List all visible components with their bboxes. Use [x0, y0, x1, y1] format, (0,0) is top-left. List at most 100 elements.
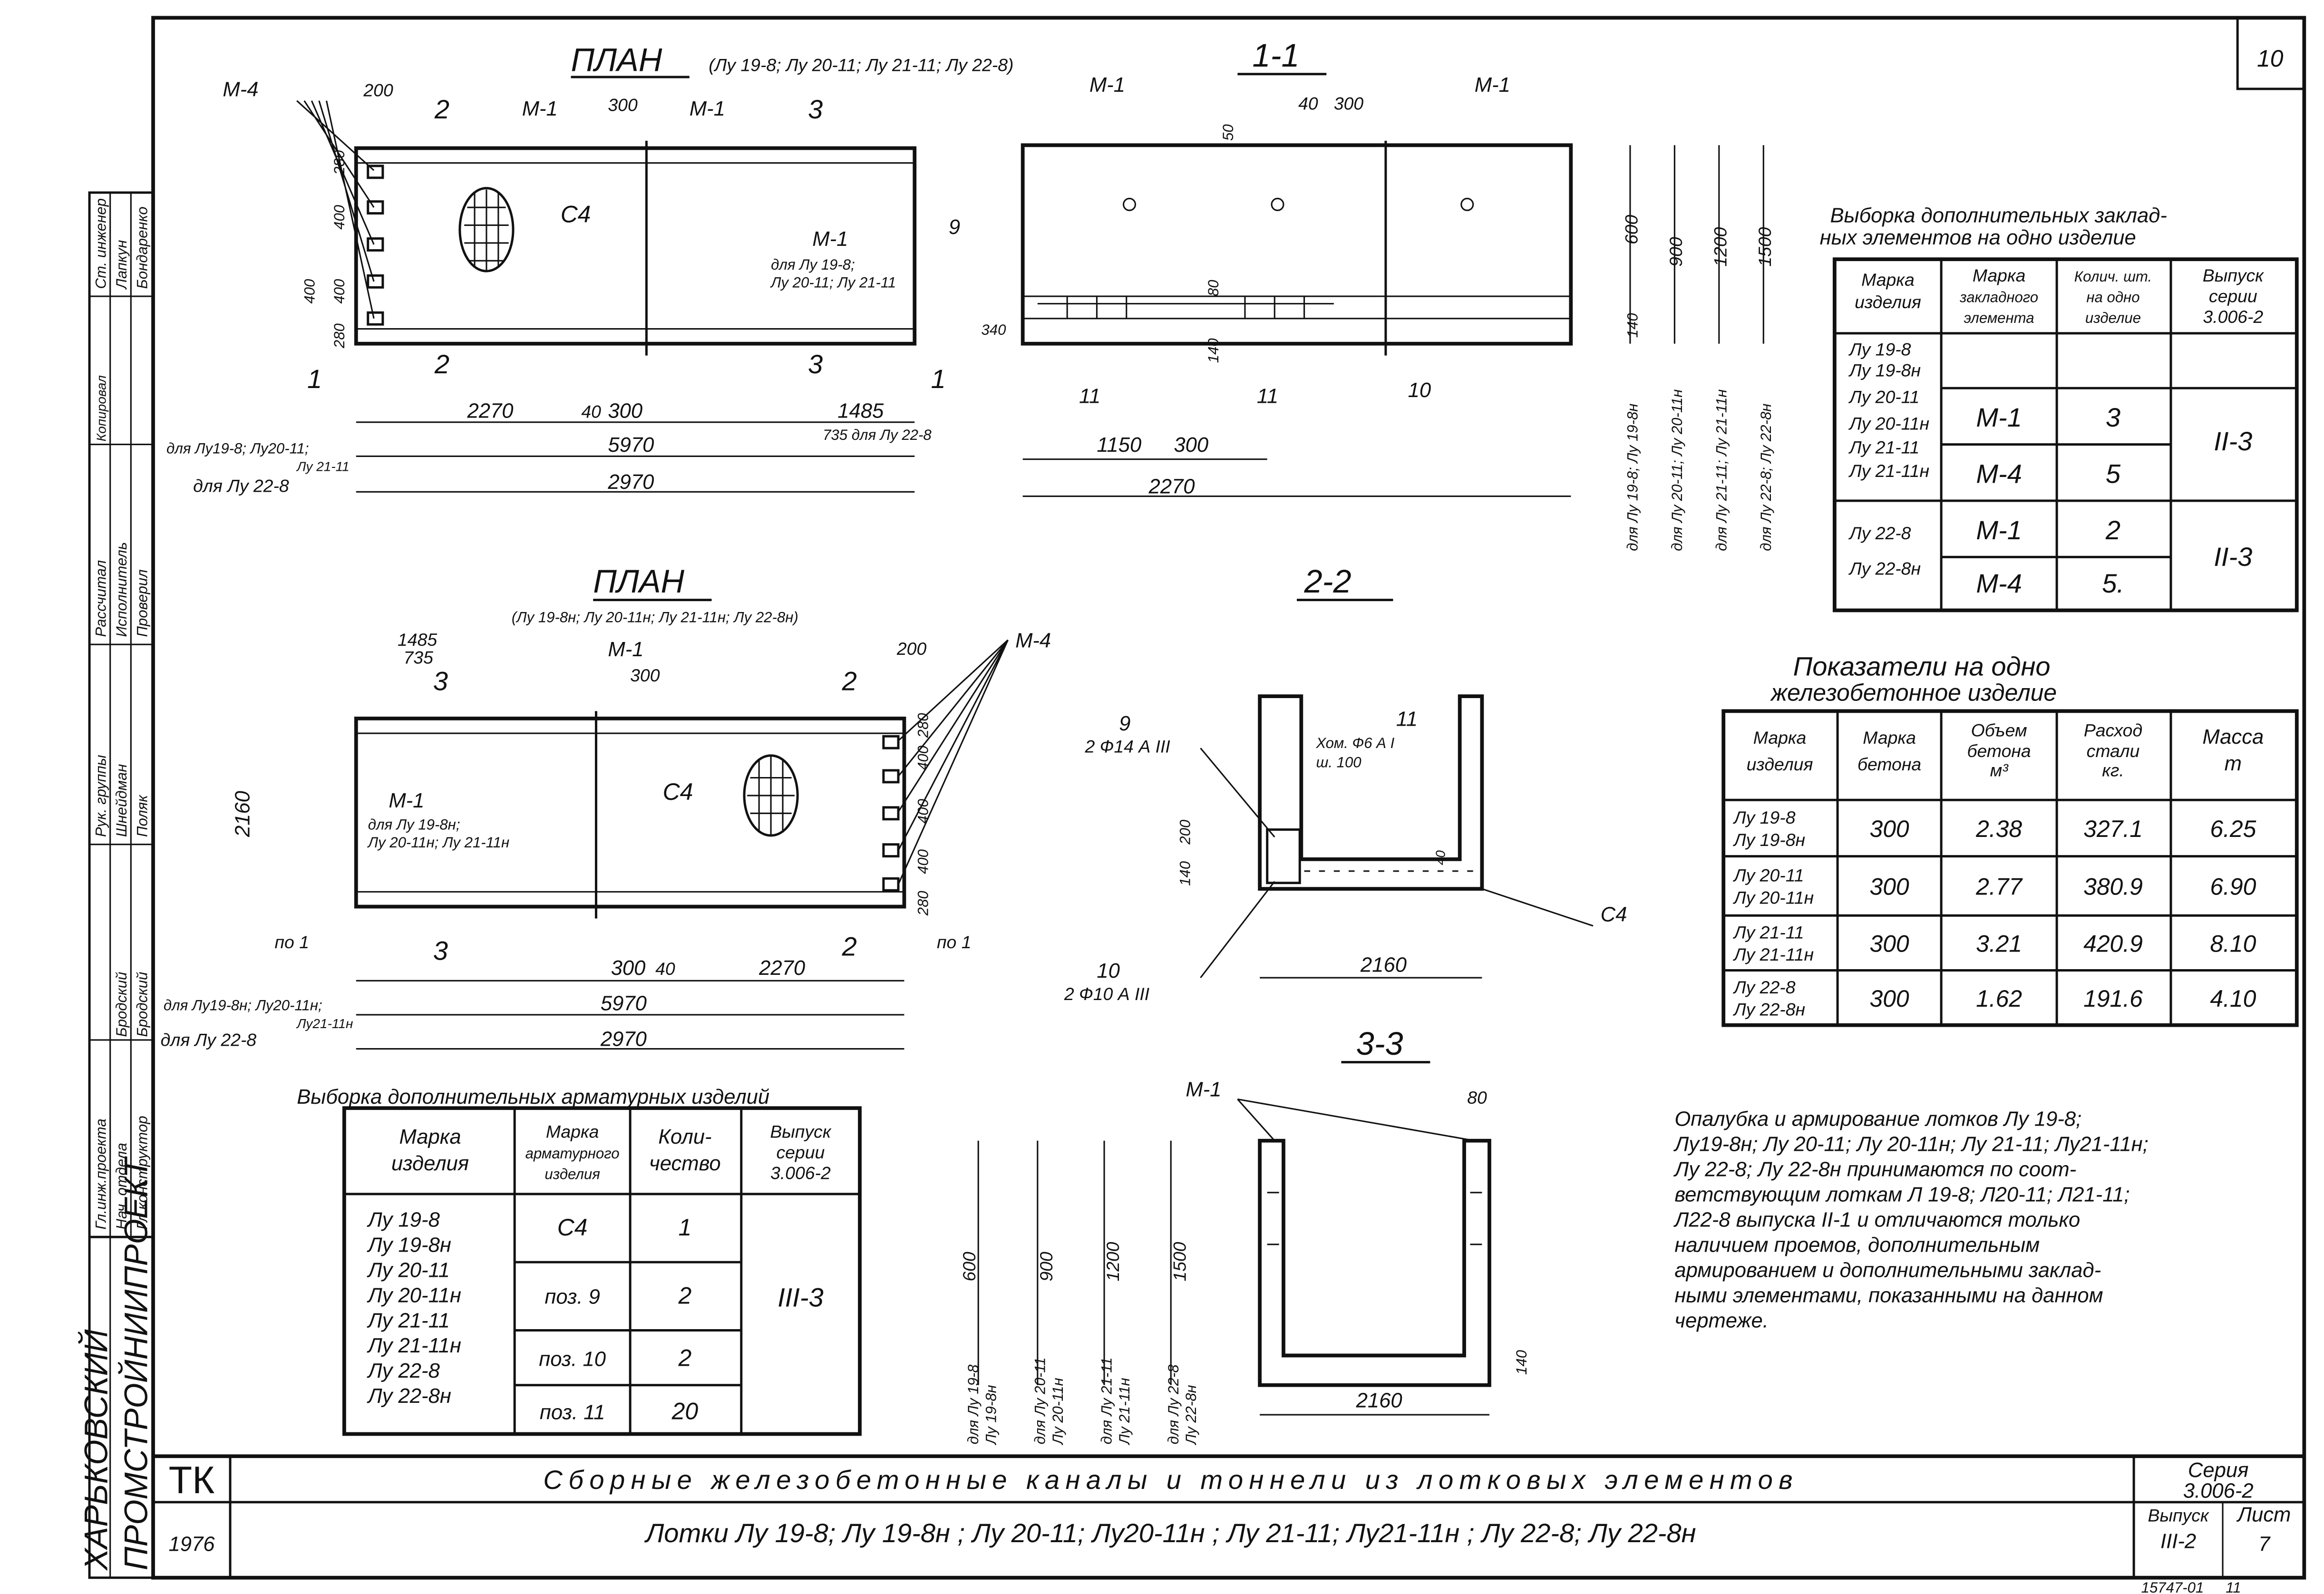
position-10: 10	[1408, 379, 1431, 402]
column-header: Марка	[399, 1126, 461, 1148]
note: для Лу 19-8	[965, 1364, 982, 1445]
note-line: ветствующим лоткам Л 19-8; Л20-11; Л21-1…	[1674, 1183, 2130, 1206]
steel-cell: 380.9	[2083, 874, 2143, 900]
product: Лу 21-11н	[367, 1334, 461, 1357]
note: Лу 20-11н; Лу 21-11н	[367, 834, 509, 851]
steel-cell: 191.6	[2083, 985, 2143, 1012]
stirrup-spacing: ш. 100	[1316, 754, 1361, 771]
issue-label: Выпуск	[2148, 1505, 2209, 1525]
table-title: железобетонное изделие	[1770, 680, 2057, 706]
column-header: изделия	[1855, 292, 1921, 312]
dimension: 2160	[232, 791, 254, 837]
note: для Лу19-8; Лу20-11;	[166, 440, 309, 457]
dimension: 1500	[1169, 1242, 1189, 1281]
stamp-role: Проверил	[134, 569, 151, 637]
sheet-number: 10	[2257, 45, 2284, 72]
product: Лу 19-8н	[1733, 830, 1805, 850]
section-mark: по 1	[937, 932, 972, 952]
section-3-3-title: 3-3	[1356, 1025, 1403, 1062]
dimension: 1485	[837, 399, 884, 422]
dimension: 280	[331, 150, 348, 175]
column-header: элемента	[1964, 310, 2034, 326]
note: для Лу 22-8	[1165, 1364, 1182, 1445]
position-10: 10	[1097, 960, 1120, 982]
dimension: 80	[1467, 1088, 1487, 1108]
dimension: 2160	[1356, 1389, 1402, 1412]
product: Лу 20-11	[1848, 387, 1920, 407]
plan-1-title: ПЛАН	[571, 42, 662, 78]
note: для Лу 19-8; Лу 19-8н	[1624, 404, 1641, 551]
dimension: 2970	[600, 1028, 647, 1050]
mass-cell: 8.10	[2210, 931, 2256, 957]
label-m1: М-1	[1089, 74, 1125, 97]
product: Лу 21-11н	[1848, 461, 1929, 481]
dimension: 40	[1433, 850, 1448, 865]
dimension: 200	[1177, 819, 1194, 845]
dimension: 900	[1036, 1252, 1056, 1282]
dimension: 40	[655, 959, 675, 979]
dimension: 300	[611, 957, 646, 980]
item-cell: поз. 11	[540, 1401, 605, 1424]
section-mark: 3	[808, 94, 823, 124]
position-11: 11	[1396, 708, 1418, 730]
sheet-number-box: 10	[2236, 16, 2305, 90]
inventory-number: 15747-01	[2141, 1579, 2204, 1594]
column-header: закладного	[1959, 289, 2038, 306]
dimension: 2970	[607, 471, 654, 494]
dimension: 1150	[1097, 434, 1141, 457]
concrete-cell: 300	[1870, 816, 1909, 842]
dimension: 1200	[1710, 227, 1730, 266]
position-11: 11	[1257, 385, 1278, 408]
product: Лу 19-8	[1733, 807, 1796, 827]
label-m1: М-1	[1186, 1078, 1221, 1101]
stamp-name: Шнейдман	[113, 764, 130, 837]
stamp-role: Исполнитель	[113, 542, 130, 637]
element-cell: М-4	[1976, 459, 2022, 489]
label-m1: М-1	[690, 97, 725, 120]
column-header: серии	[2209, 286, 2257, 306]
dimension: 300	[1334, 94, 1364, 114]
product: Лу 20-11н	[367, 1284, 461, 1307]
issue-cell: II-3	[2214, 542, 2252, 572]
column-header: Марка	[1753, 728, 1807, 748]
mass-cell: 6.25	[2210, 816, 2256, 842]
product: Лу 22-8н	[1733, 999, 1805, 1019]
dimension: 400	[914, 849, 931, 874]
rebar-table: Выборка дополнительных арматурных издели…	[297, 1086, 862, 1436]
section-mark: 2	[842, 666, 857, 696]
dimension: 300	[1174, 434, 1208, 457]
drawing-code: ТК	[169, 1459, 215, 1502]
note: для Лу 20-11; Лу 20-11н	[1669, 389, 1685, 551]
section-2-2: 2-2 9 2 Ф14 А III 11 Хом. Ф6 А I ш. 100 …	[1064, 563, 1627, 1004]
dimension: 1200	[1103, 1242, 1123, 1281]
note: Лу 20-11н	[1050, 1378, 1066, 1445]
dimension: 300	[608, 399, 642, 422]
product: Лу 21-11	[1733, 923, 1804, 943]
dimension: 50	[1220, 124, 1236, 141]
column-header: стали	[2087, 741, 2140, 761]
column-header: чество	[649, 1152, 721, 1175]
section-mark: 1	[931, 364, 946, 394]
label-c4: С4	[1601, 904, 1627, 926]
dimension: 900	[1666, 237, 1686, 267]
label-m1: М-1	[522, 97, 558, 120]
note-line: наличием проемов, дополнительным	[1674, 1234, 2040, 1256]
section-mark: по 1	[274, 932, 309, 952]
issue-cell: II-3	[2214, 426, 2252, 456]
product: Лу 22-8	[1848, 523, 1911, 543]
indicators-table: Показатели на одно железобетонное издели…	[1721, 651, 2299, 1027]
sheet-frame	[151, 16, 2306, 1580]
product: Лу 19-8н	[1848, 360, 1921, 380]
dimension: 5970	[608, 434, 654, 457]
column-header: Объем	[1971, 720, 2027, 740]
approval-stamp: ХАРЬКОВСКИЙ ПРОМСТРОЙНИИПРОЕКТ Гл.инж.пр…	[78, 191, 155, 1579]
column-header: изделия	[1747, 754, 1813, 774]
product: Лу 22-8	[1733, 977, 1796, 997]
note: для Лу 22-8	[161, 1030, 257, 1050]
product-list: Лу 19-8 Лу 19-8н Лу 20-11 Лу 20-11н Лу 2…	[1848, 340, 1929, 579]
dimension: 80	[1205, 280, 1222, 296]
column-header: Марка	[1973, 265, 2026, 285]
product: Лу 20-11	[1733, 865, 1804, 885]
label-m4: М-4	[223, 78, 258, 101]
dimension: 2270	[1148, 475, 1195, 498]
